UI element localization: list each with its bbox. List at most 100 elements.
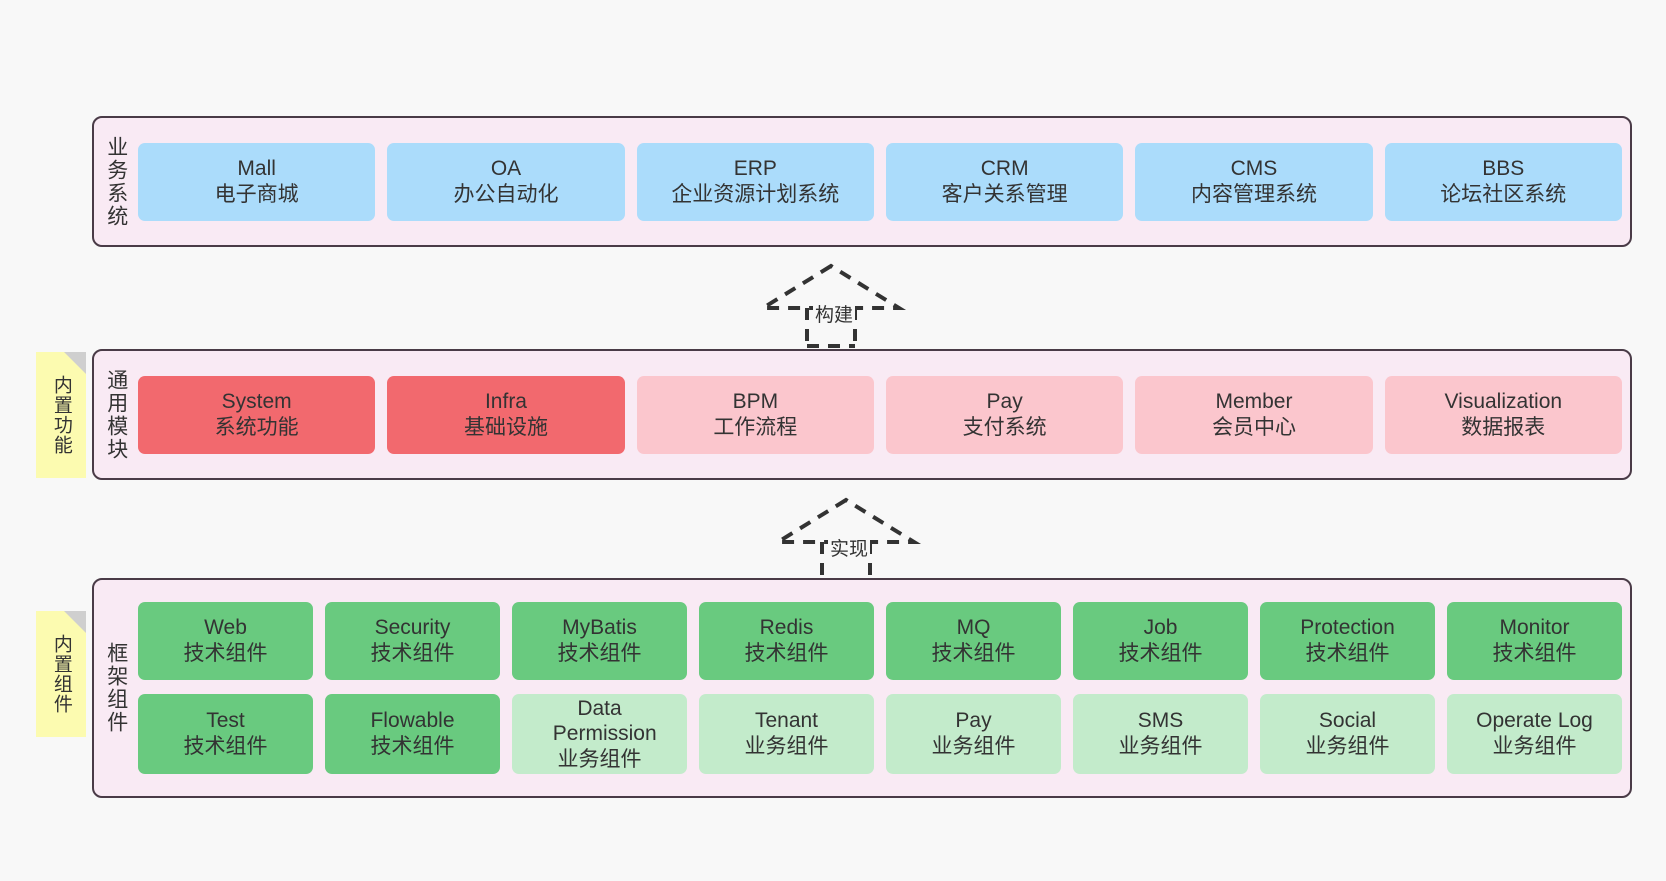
node-title: MyBatis xyxy=(562,616,637,640)
connector-build-arrow: 构建 xyxy=(755,258,915,348)
node-title: Web xyxy=(204,616,247,640)
node-title: Redis xyxy=(759,616,814,640)
node-title: MQ xyxy=(956,616,991,640)
node-subtitle: 业务组件 xyxy=(744,735,829,758)
node-mq[interactable]: MQ 技术组件 xyxy=(886,602,1061,680)
node-title: System xyxy=(221,389,292,413)
node-subtitle: 企业资源计划系统 xyxy=(671,182,840,206)
node-bpm[interactable]: BPM 工作流程 xyxy=(636,375,874,454)
node-row: Web 技术组件 Security 技术组件 MyBatis 技术组件 Redi… xyxy=(138,602,1622,680)
node-row: Test 技术组件 Flowable 技术组件 Data Permission … xyxy=(138,694,1622,774)
node-crm[interactable]: CRM 客户关系管理 xyxy=(885,142,1124,221)
layer-title-business-systems: 业务系统 xyxy=(104,135,128,228)
node-subtitle: 业务组件 xyxy=(557,747,642,771)
layer-title-framework-components: 框架组件 xyxy=(104,642,128,734)
layer-business-systems: 业务系统 Mall 电子商城 OA 办公自动化 ERP 企业资源计划系统 CRM… xyxy=(92,116,1632,247)
sticky-note-builtin-features: 内置功能 xyxy=(36,352,86,478)
node-title: Tenant xyxy=(754,709,819,733)
node-subtitle: 业务组件 xyxy=(931,735,1016,758)
connector-build-label: 构建 xyxy=(813,300,856,327)
node-security[interactable]: Security 技术组件 xyxy=(325,602,500,680)
node-member[interactable]: Member 会员中心 xyxy=(1135,375,1373,454)
layer-body-framework-components: Web 技术组件 Security 技术组件 MyBatis 技术组件 Redi… xyxy=(138,580,1630,796)
node-subtitle: 技术组件 xyxy=(557,642,642,665)
node-title: Operate Log xyxy=(1476,709,1593,733)
node-subtitle: 业务组件 xyxy=(1118,735,1203,758)
node-title: Pay xyxy=(986,389,1023,413)
node-title: Member xyxy=(1215,389,1293,413)
node-oa[interactable]: OA 办公自动化 xyxy=(387,142,625,221)
node-subtitle: 技术组件 xyxy=(1118,642,1203,665)
node-system[interactable]: System 系统功能 xyxy=(138,375,376,454)
node-subtitle: 基础设施 xyxy=(463,415,548,439)
node-subtitle: 论坛社区系统 xyxy=(1440,182,1567,206)
node-title: Social xyxy=(1318,709,1377,733)
node-monitor[interactable]: Monitor 技术组件 xyxy=(1447,602,1622,680)
node-title: OA xyxy=(490,156,522,180)
layer-common-modules: 通用模块 System 系统功能 Infra 基础设施 BPM 工作流程 Pay… xyxy=(92,349,1632,480)
node-title: BBS xyxy=(1482,156,1525,180)
layer-title-common-modules: 通用模块 xyxy=(104,368,128,461)
layer-framework-components: 框架组件 Web 技术组件 Security 技术组件 MyBatis 技术组件… xyxy=(92,578,1632,798)
node-subtitle: 电子商城 xyxy=(214,182,299,206)
node-data-permission[interactable]: Data Permission 业务组件 xyxy=(512,694,687,774)
node-subtitle: 技术组件 xyxy=(744,642,829,665)
node-subtitle: 技术组件 xyxy=(931,642,1016,665)
node-subtitle: 技术组件 xyxy=(370,735,455,758)
layer-body-common-modules: System 系统功能 Infra 基础设施 BPM 工作流程 Pay 支付系统… xyxy=(138,351,1630,478)
node-title: Protection xyxy=(1300,616,1395,640)
node-subtitle: 业务组件 xyxy=(1492,735,1577,758)
node-title: SMS xyxy=(1137,709,1184,733)
node-operate-log[interactable]: Operate Log 业务组件 xyxy=(1447,694,1622,774)
connector-implement-label: 实现 xyxy=(828,534,871,561)
node-bbs[interactable]: BBS 论坛社区系统 xyxy=(1384,142,1622,221)
node-title: Data Permission xyxy=(552,696,657,746)
node-title: BPM xyxy=(732,389,779,413)
node-subtitle: 工作流程 xyxy=(713,415,798,439)
node-subtitle: 技术组件 xyxy=(183,735,268,758)
node-title: Pay xyxy=(955,709,992,733)
node-mall[interactable]: Mall 电子商城 xyxy=(138,142,376,221)
node-row: Mall 电子商城 OA 办公自动化 ERP 企业资源计划系统 CRM 客户关系… xyxy=(138,142,1622,221)
node-flowable[interactable]: Flowable 技术组件 xyxy=(325,694,500,774)
node-tenant[interactable]: Tenant 业务组件 xyxy=(699,694,874,774)
node-subtitle: 客户关系管理 xyxy=(941,182,1068,206)
sticky-note-label: 内置功能 xyxy=(50,375,72,455)
node-title: CMS xyxy=(1230,156,1278,180)
node-subtitle: 支付系统 xyxy=(962,415,1047,439)
node-infra[interactable]: Infra 基础设施 xyxy=(387,375,625,454)
connector-implement-arrow: 实现 xyxy=(770,492,930,582)
node-subtitle: 技术组件 xyxy=(1492,642,1577,665)
layer-body-business-systems: Mall 电子商城 OA 办公自动化 ERP 企业资源计划系统 CRM 客户关系… xyxy=(138,118,1630,245)
node-protection[interactable]: Protection 技术组件 xyxy=(1260,602,1435,680)
node-title: CRM xyxy=(980,156,1029,180)
node-visualization[interactable]: Visualization 数据报表 xyxy=(1384,375,1622,454)
node-title: ERP xyxy=(733,156,777,180)
node-redis[interactable]: Redis 技术组件 xyxy=(699,602,874,680)
node-web[interactable]: Web 技术组件 xyxy=(138,602,313,680)
node-mybatis[interactable]: MyBatis 技术组件 xyxy=(512,602,687,680)
sticky-note-label: 内置组件 xyxy=(50,634,72,714)
node-subtitle: 会员中心 xyxy=(1211,415,1296,439)
node-job[interactable]: Job 技术组件 xyxy=(1073,602,1248,680)
node-test[interactable]: Test 技术组件 xyxy=(138,694,313,774)
node-subtitle: 技术组件 xyxy=(370,642,455,665)
node-cms[interactable]: CMS 内容管理系统 xyxy=(1135,142,1373,221)
node-subtitle: 技术组件 xyxy=(183,642,268,665)
node-sms[interactable]: SMS 业务组件 xyxy=(1073,694,1248,774)
node-row: System 系统功能 Infra 基础设施 BPM 工作流程 Pay 支付系统… xyxy=(138,375,1622,454)
node-title: Infra xyxy=(484,389,527,413)
node-erp[interactable]: ERP 企业资源计划系统 xyxy=(636,142,874,221)
node-subtitle: 办公自动化 xyxy=(453,182,559,206)
node-title: Mall xyxy=(237,156,276,180)
node-title: Job xyxy=(1143,616,1178,640)
node-title: Security xyxy=(374,616,451,640)
node-pay-component[interactable]: Pay 业务组件 xyxy=(886,694,1061,774)
node-pay-module[interactable]: Pay 支付系统 xyxy=(885,375,1124,454)
node-title: Visualization xyxy=(1444,389,1563,413)
node-subtitle: 技术组件 xyxy=(1305,642,1390,665)
node-social[interactable]: Social 业务组件 xyxy=(1260,694,1435,774)
node-subtitle: 业务组件 xyxy=(1305,735,1390,758)
node-title: Monitor xyxy=(1499,616,1570,640)
sticky-note-builtin-components: 内置组件 xyxy=(36,611,86,737)
